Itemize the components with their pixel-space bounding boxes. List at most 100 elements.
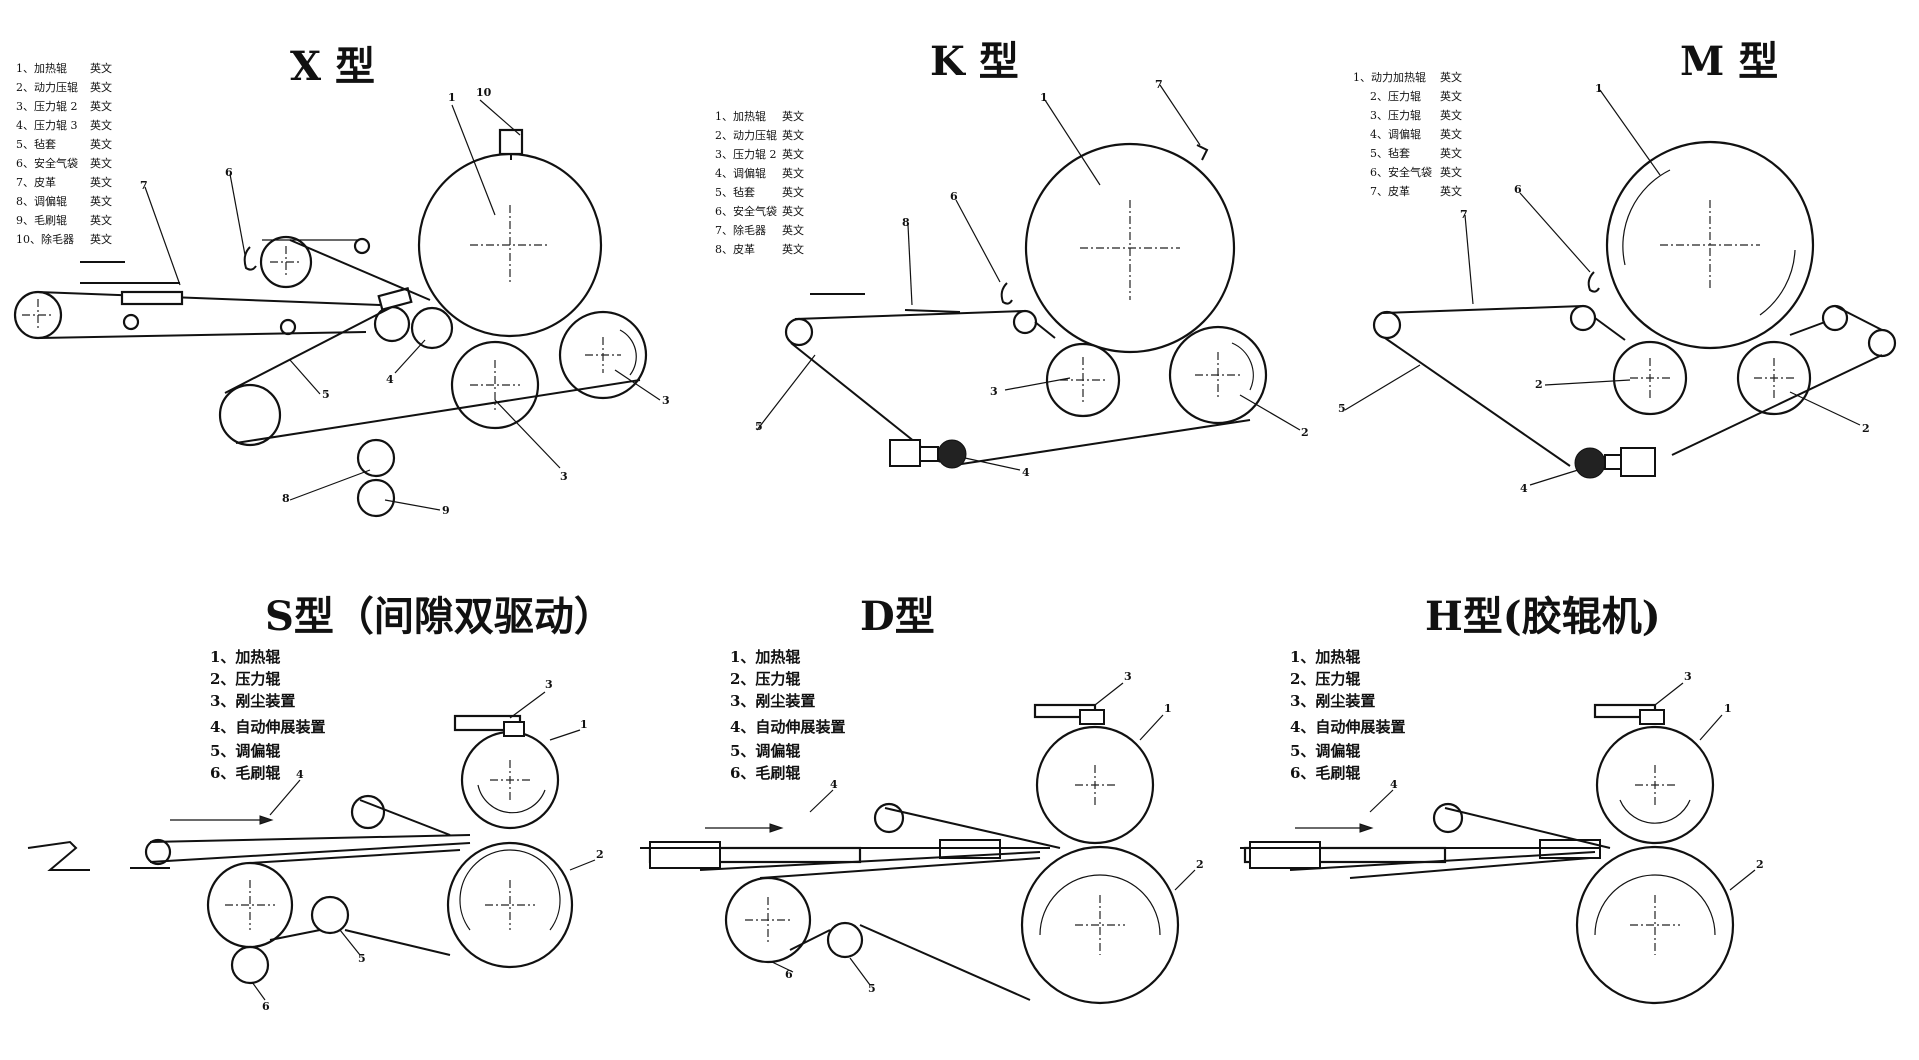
callout-6: 6 [262, 1000, 270, 1013]
k-type-legend: 1、加热辊 2、动力压辊 3、压力辊 2 4、调偏辊 5、毡套 6、安全气袋 7… [715, 109, 804, 256]
legend-item: 1、加热辊 [730, 648, 800, 666]
legend-item: 4、调偏辊 [715, 166, 766, 180]
callout-5: 5 [868, 982, 876, 995]
legend-suffix: 英文 [1440, 70, 1462, 84]
m-type-legend: 1、动力加热辊 2、压力辊 3、压力辊 4、调偏辊 5、毡套 6、安全气袋 7、… [1353, 70, 1462, 198]
legend-item: 1、加热辊 [1290, 648, 1360, 666]
legend-item: 3、剐尘装置 [210, 692, 295, 710]
legend-item: 4、自动伸展装置 [210, 718, 325, 736]
deviation-roll-drive [937, 439, 967, 469]
legend-suffix: 英文 [782, 242, 804, 256]
callout-2: 2 [1301, 426, 1309, 439]
legend-suffix: 英文 [782, 204, 804, 218]
legend-suffix: 英文 [90, 99, 112, 113]
panel-m-type: M 型 1、动力加热辊 2、压力辊 3、压力辊 4、调偏辊 5、毡套 6、安全气… [1338, 38, 1897, 495]
legend-suffix: 英文 [782, 185, 804, 199]
callout-5: 5 [358, 952, 366, 965]
legend-item: 6、毛刷辊 [1290, 764, 1360, 782]
d-type-drawing: 3 1 2 4 5 6 [640, 670, 1204, 1005]
legend-item: 7、皮革 [16, 175, 56, 189]
legend-item: 2、压力辊 [730, 670, 800, 688]
callout-1: 1 [1164, 702, 1172, 715]
callout-4: 4 [830, 778, 838, 791]
pressure-roll-small [410, 306, 454, 350]
legend-suffix: 英文 [90, 213, 112, 227]
legend-item: 10、除毛器 [16, 232, 74, 246]
legend-item: 6、安全气袋 [16, 156, 78, 170]
legend-item: 5、毡套 [715, 186, 755, 199]
legend-item: 4、自动伸展装置 [730, 718, 845, 736]
legend-item: 3、压力辊 2 [16, 99, 78, 113]
deviation-roll [310, 895, 350, 935]
felt-roll [1372, 310, 1402, 340]
legend-item: 8、调偏辊 [16, 194, 67, 208]
legend-suffix: 英文 [1440, 108, 1462, 122]
pressure-roll [1575, 845, 1735, 1005]
legend-item: 6、毛刷辊 [730, 764, 800, 782]
pressure-roll [1020, 845, 1180, 1005]
legend-item: 5、毡套 [16, 138, 56, 151]
legend-suffix: 英文 [90, 156, 112, 170]
callout-4: 4 [386, 373, 394, 386]
panel-h-type: H型(胶辊机) 1、加热辊 2、压力辊 3、剐尘装置 4、自动伸展装置 5、调偏… [1240, 593, 1764, 1005]
d-type-legend: 1、加热辊 2、压力辊 3、剐尘装置 4、自动伸展装置 5、调偏辊 6、毛刷辊 [730, 648, 845, 782]
callout-7: 7 [140, 179, 148, 192]
legend-suffix: 英文 [1440, 184, 1462, 198]
legend-item: 5、调偏辊 [730, 742, 800, 760]
h-type-title: H型(胶辊机) [1425, 593, 1661, 640]
legend-item: 3、压力辊 [1370, 108, 1421, 122]
s-type-title: S型（间隙双驱动） [265, 593, 614, 640]
callout-1: 1 [1724, 702, 1732, 715]
legend-item: 3、剐尘装置 [1290, 692, 1375, 710]
legend-item: 6、安全气袋 [715, 204, 777, 218]
callout-3: 3 [662, 394, 670, 407]
panel-x-type: X 型 1、加热辊 2、动力压辊 3、压力辊 2 4、压力辊 3 5、毡套 6、… [13, 43, 670, 518]
legend-item: 1、动力加热辊 [1353, 70, 1426, 84]
callout-3: 3 [1684, 670, 1692, 683]
deviation-roll [826, 921, 864, 959]
callout-1: 1 [580, 718, 588, 731]
s-type-drawing: 3 1 2 4 5 6 [27, 678, 604, 1013]
legend-item: 5、调偏辊 [210, 742, 280, 760]
legend-item: 6、安全气袋 [1370, 165, 1432, 179]
callout-4: 4 [1390, 778, 1398, 791]
callout-4: 4 [1520, 482, 1528, 495]
k-type-title: K 型 [930, 38, 1019, 85]
legend-suffix: 英文 [782, 166, 804, 180]
legend-item: 8、皮革 [715, 242, 755, 256]
legend-item: 9、毛刷辊 [16, 213, 67, 227]
callout-2: 2 [1862, 422, 1870, 435]
deviation-roll-drive [1574, 447, 1606, 479]
m-type-drawing: 1 2 2 4 5 6 7 [1338, 82, 1897, 495]
legend-item: 7、皮革 [1370, 184, 1410, 198]
callout-8: 8 [282, 492, 290, 505]
legend-suffix: 英文 [782, 147, 804, 161]
brush-roll-large [206, 861, 294, 949]
s-type-legend: 1、加热辊 2、压力辊 3、剐尘装置 4、自动伸展装置 5、调偏辊 6、毛刷辊 [210, 648, 325, 782]
x-type-drawing: 1 3 3 4 5 6 7 8 9 10 [13, 86, 670, 518]
legend-suffix: 英文 [1440, 146, 1462, 160]
guide-roll [1867, 328, 1897, 358]
conveyor-roll [144, 838, 172, 866]
legend-suffix: 英文 [1440, 127, 1462, 141]
k-type-drawing: 1 2 3 4 5 6 7 8 [755, 78, 1309, 479]
callout-3: 3 [1124, 670, 1132, 683]
callout-2: 2 [1196, 858, 1204, 871]
legend-suffix: 英文 [782, 109, 804, 123]
legend-item: 7、除毛器 [715, 223, 766, 237]
legend-suffix: 英文 [90, 118, 112, 132]
legend-suffix: 英文 [1440, 165, 1462, 179]
brush-roll [356, 478, 396, 518]
legend-item: 2、动力压辊 [16, 80, 78, 94]
panel-k-type: K 型 1、加热辊 2、动力压辊 3、压力辊 2 4、调偏辊 5、毡套 6、安全… [715, 38, 1309, 479]
x-type-title: X 型 [290, 43, 375, 90]
legend-suffix: 英文 [782, 128, 804, 142]
callout-4: 4 [1022, 466, 1030, 479]
legend-item: 2、压力辊 [1290, 670, 1360, 688]
callout-5: 5 [322, 388, 330, 401]
motor [889, 439, 921, 467]
legend-item: 2、动力压辊 [715, 128, 777, 142]
callout-9: 9 [442, 504, 450, 517]
legend-item: 2、压力辊 [210, 670, 280, 688]
